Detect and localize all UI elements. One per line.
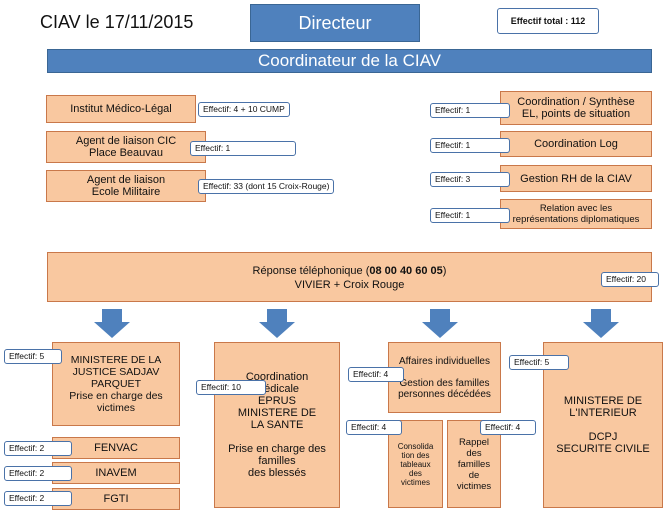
affaires-sub-effectif-consolidation: Effectif: 4	[346, 420, 402, 435]
left-unit-box-cic: Agent de liaison CIC Place Beauvau	[46, 131, 206, 163]
left-unit-box-ecole-militaire: Agent de liaison Ecole Militaire	[46, 170, 206, 202]
interieur-effectif: Effectif: 5	[509, 355, 569, 370]
right-unit-box-synthese: Coordination / Synthèse EL, points de si…	[500, 91, 652, 125]
right-unit-box-rh: Gestion RH de la CIAV	[500, 165, 652, 192]
justice-effectif: Effectif: 5	[4, 349, 62, 364]
left-unit-effectif-ecole-militaire: Effectif: 33 (dont 15 Croix-Rouge)	[198, 179, 335, 194]
right-unit-box-log: Coordination Log	[500, 131, 652, 157]
affaires-box: Affaires individuelles Gestion des famil…	[388, 342, 501, 413]
justice-box: MINISTERE DE LA JUSTICE SADJAV PARQUET P…	[52, 342, 180, 426]
page-title: CIAV le 17/11/2015	[40, 12, 194, 32]
justice-sub-box-fgti: FGTI	[52, 488, 180, 510]
justice-sub-effectif-inavem: Effectif: 2	[4, 466, 72, 481]
left-unit-effectif-cic: Effectif: 1	[190, 141, 296, 156]
director-box: Directeur	[250, 4, 420, 42]
sante-box: Coordination Médicale EPRUS MINISTERE DE…	[214, 342, 340, 508]
right-unit-effectif-rh: Effectif: 3	[430, 172, 510, 187]
justice-sub-effectif-fgti: Effectif: 2	[4, 491, 72, 506]
phone-response-line2: VIVIER + Croix Rouge	[294, 279, 405, 291]
right-unit-effectif-log: Effectif: 1	[430, 138, 510, 153]
sante-effectif: Effectif: 10	[196, 380, 266, 395]
justice-sub-effectif-fenvac: Effectif: 2	[4, 441, 72, 456]
phone-number: 08 00 40 60 05	[369, 265, 443, 277]
phone-effectif: Effectif: 20	[601, 272, 659, 287]
affaires-sub-effectif-rappel: Effectif: 4	[480, 420, 536, 435]
left-unit-box-iml: Institut Médico-Légal	[46, 95, 196, 123]
phone-response-box: Réponse téléphonique (08 00 40 60 05) VI…	[47, 252, 652, 302]
phone-response-prefix: Réponse téléphonique (	[252, 265, 370, 277]
total-effectif-badge: Effectif total : 112	[497, 8, 599, 34]
justice-sub-box-inavem: INAVEM	[52, 462, 180, 484]
left-unit-effectif-iml: Effectif: 4 + 10 CUMP	[198, 102, 290, 117]
affaires-sub-box-rappel: Rappel des familles de victimes	[447, 420, 501, 508]
affaires-effectif: Effectif: 4	[348, 367, 404, 382]
right-unit-box-diplomatie: Relation avec les représentations diplom…	[500, 199, 652, 229]
phone-response-line1: Réponse téléphonique (08 00 40 60 05)	[48, 265, 651, 277]
right-unit-effectif-synthese: Effectif: 1	[430, 103, 510, 118]
right-unit-effectif-diplomatie: Effectif: 1	[430, 208, 510, 223]
phone-response-suffix: )	[442, 265, 447, 277]
justice-sub-box-fenvac: FENVAC	[52, 437, 180, 459]
coordinator-bar: Coordinateur de la CIAV	[47, 49, 652, 73]
